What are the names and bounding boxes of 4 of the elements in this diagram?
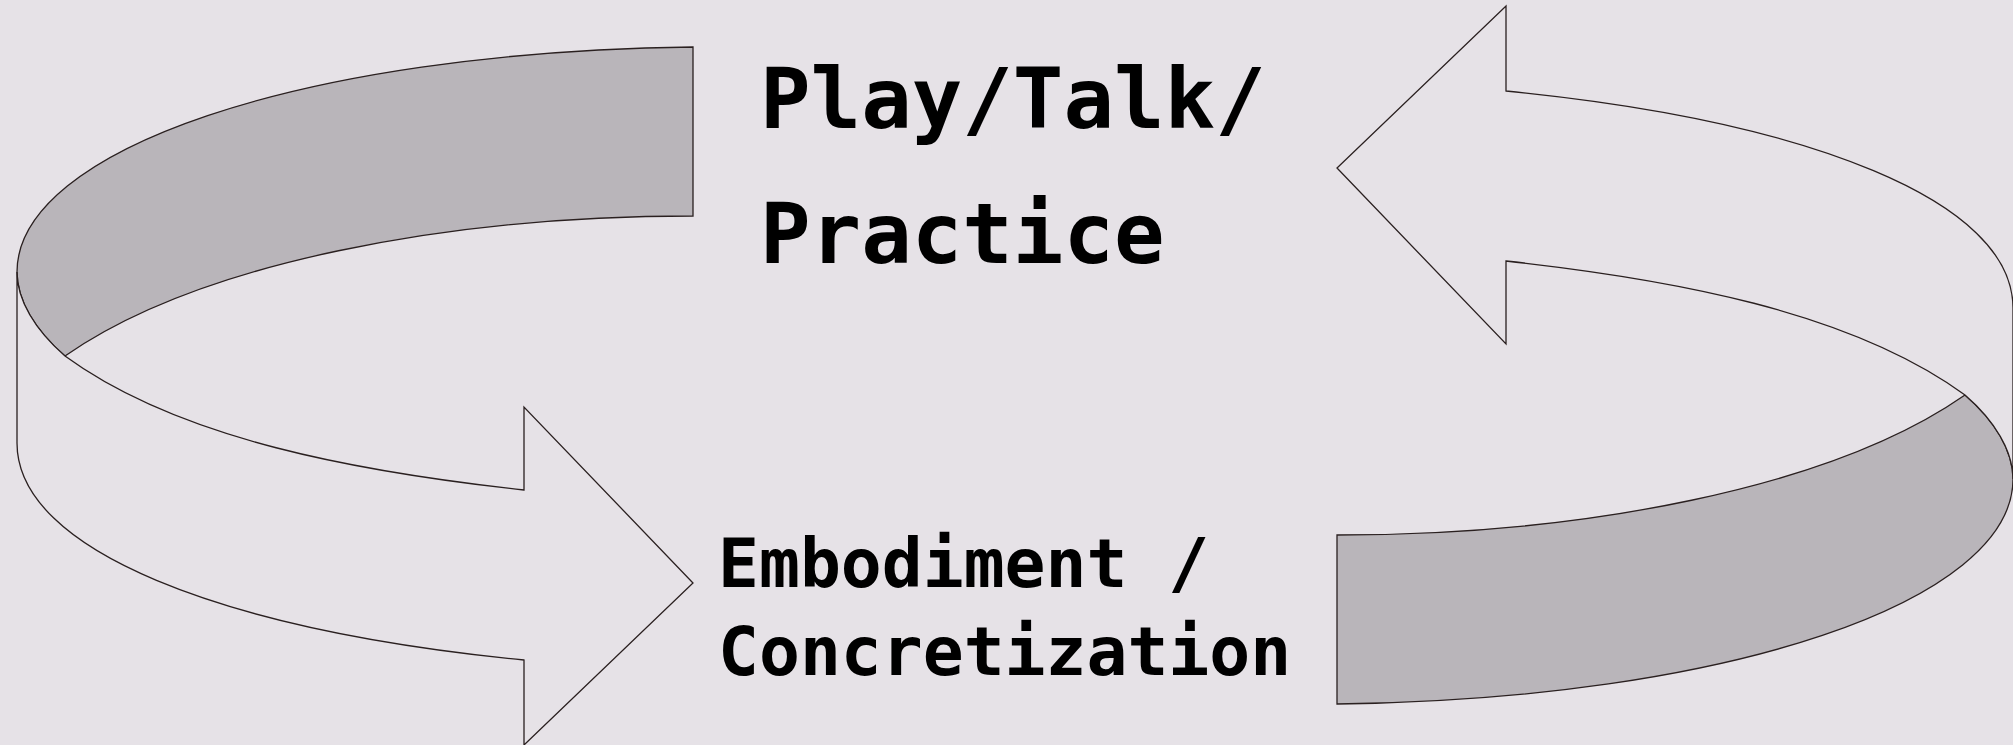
curved-ribbon-arrow (1336, 5, 2013, 705)
cycle-stage-label: Play/Talk/ Practice (760, 49, 1267, 285)
curved-ribbon-arrow (16, 46, 694, 745)
cycle-stage-label: Embodiment / Concretization (718, 523, 1293, 693)
